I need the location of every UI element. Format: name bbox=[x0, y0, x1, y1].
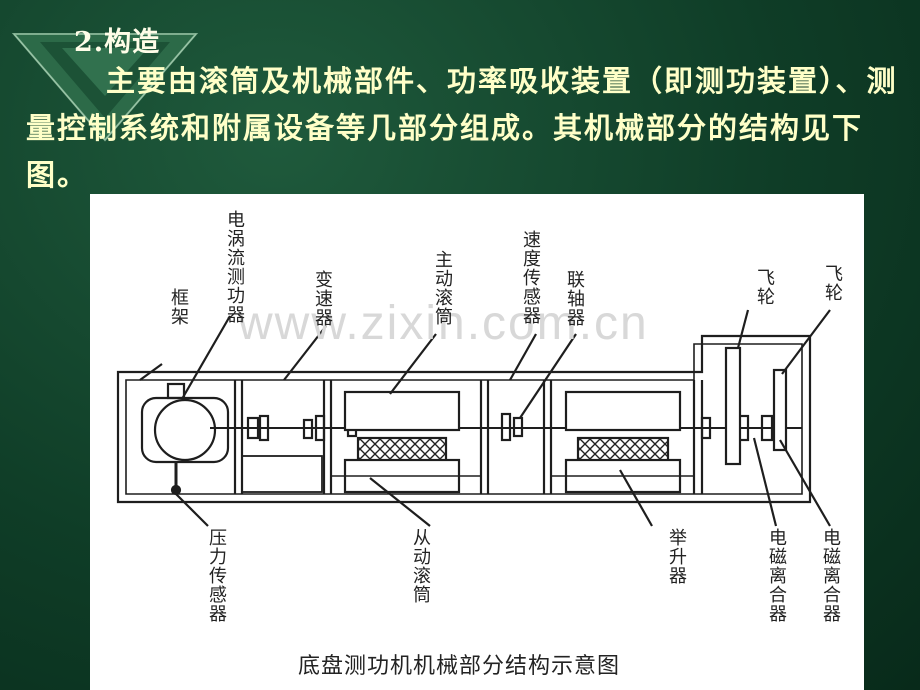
label-gearbox: 变速器 bbox=[312, 270, 333, 327]
label-eddy-current-dynamometer: 电涡流测功器 bbox=[224, 210, 245, 324]
body-paragraph: 主要由滚筒及机械部件、功率吸收装置（即测功装置）、测量控制系统和附属设备等几部分… bbox=[26, 64, 898, 192]
structure-diagram: www.zixin.com.cn 框架 电涡流测功器 变速器 主动滚筒 速度传感… bbox=[90, 194, 864, 690]
label-flywheel-2: 飞轮 bbox=[822, 264, 843, 302]
diagram-drawing bbox=[116, 309, 831, 527]
label-coupling: 联轴器 bbox=[564, 270, 585, 327]
label-speed-sensor: 速度传感器 bbox=[520, 230, 541, 325]
figure-caption: 底盘测功机机械部分结构示意图 bbox=[298, 654, 621, 679]
section-heading: 2.构造 bbox=[74, 27, 161, 58]
label-main-roller: 主动滚筒 bbox=[432, 250, 453, 326]
label-frame: 框架 bbox=[168, 288, 189, 326]
label-lifter: 举升器 bbox=[666, 528, 687, 585]
label-electromagnetic-clutch-1: 电磁离合器 bbox=[766, 528, 787, 623]
logo-triangle-icon bbox=[11, 33, 199, 142]
label-driven-roller: 从动滚筒 bbox=[410, 528, 431, 604]
label-flywheel-1: 飞轮 bbox=[754, 268, 775, 306]
label-electromagnetic-clutch-2: 电磁离合器 bbox=[820, 528, 841, 623]
label-pressure-sensor: 压力传感器 bbox=[206, 528, 227, 623]
watermark: www.zixin.com.cn bbox=[238, 297, 649, 350]
